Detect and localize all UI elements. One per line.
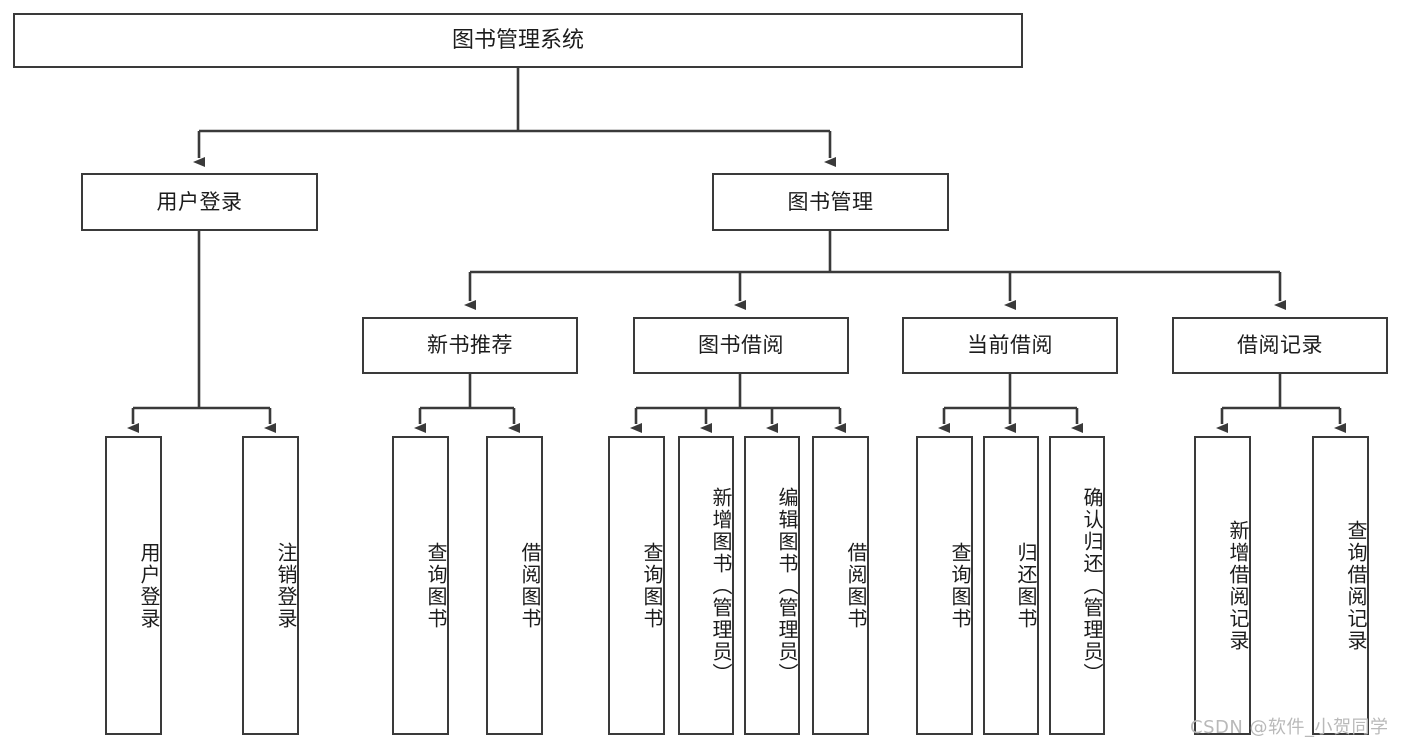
leaf-book-borrow-query-book[interactable]: 查询图书 <box>608 436 665 735</box>
leaf-current-borrow-confirm-return-admin[interactable]: 确认归还（管理员） <box>1049 436 1105 735</box>
leaf-user-login-logout[interactable]: 注销登录 <box>242 436 299 735</box>
node-book-management[interactable]: 图书管理 <box>712 173 949 231</box>
leaf-current-borrow-return-book[interactable]: 归还图书 <box>983 436 1039 735</box>
leaf-borrow-record-add-record[interactable]: 新增借阅记录 <box>1194 436 1251 735</box>
node-borrow-record[interactable]: 借阅记录 <box>1172 317 1388 374</box>
leaf-current-borrow-query-book[interactable]: 查询图书 <box>916 436 973 735</box>
leaf-new-book-borrow-book[interactable]: 借阅图书 <box>486 436 543 735</box>
leaf-borrow-record-query-record[interactable]: 查询借阅记录 <box>1312 436 1369 735</box>
leaf-book-borrow-edit-book-admin[interactable]: 编辑图书（管理员） <box>744 436 800 735</box>
node-book-borrow[interactable]: 图书借阅 <box>633 317 849 374</box>
leaf-new-book-query-book[interactable]: 查询图书 <box>392 436 449 735</box>
node-root-book-management-system[interactable]: 图书管理系统 <box>13 13 1023 68</box>
node-current-borrow[interactable]: 当前借阅 <box>902 317 1118 374</box>
node-user-login[interactable]: 用户登录 <box>81 173 318 231</box>
leaf-book-borrow-borrow-book[interactable]: 借阅图书 <box>812 436 869 735</box>
watermark-text: CSDN @软件_小贺同学 <box>1190 717 1389 738</box>
leaf-book-borrow-add-book-admin[interactable]: 新增图书（管理员） <box>678 436 734 735</box>
node-new-book-recommend[interactable]: 新书推荐 <box>362 317 578 374</box>
leaf-user-login-login[interactable]: 用户登录 <box>105 436 162 735</box>
